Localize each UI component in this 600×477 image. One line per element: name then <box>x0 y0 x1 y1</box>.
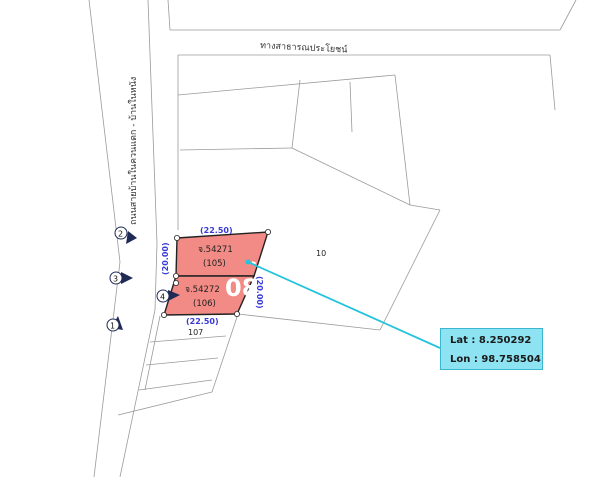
longitude-value: 98.758504 <box>481 354 541 365</box>
view-marker-1[interactable]: 1 <box>106 316 123 332</box>
parcel-deed-2: จ.54272 <box>185 285 220 295</box>
watermark-text: 08 <box>225 274 258 302</box>
parcel-deed-1: จ.54271 <box>198 245 233 255</box>
view-marker-2[interactable]: 2 <box>114 226 137 244</box>
subject-parcels[interactable] <box>160 228 271 318</box>
dimension-right: (20.00) <box>255 276 264 309</box>
dimension-top: (22.50) <box>200 226 233 235</box>
marker-label-1: 1 <box>110 322 115 331</box>
latitude-value: 8.250292 <box>478 335 532 346</box>
corner-marker <box>172 279 179 286</box>
marker-label-4: 4 <box>160 293 165 302</box>
coordinate-box: Lat : 8.250292 Lon : 98.758504 <box>440 328 543 370</box>
parcel-page-1: (105) <box>203 259 226 269</box>
longitude-row: Lon : 98.758504 <box>450 354 541 365</box>
pointer-dot <box>245 259 251 265</box>
corner-marker <box>173 234 180 241</box>
latitude-label: Lat : <box>450 335 476 346</box>
road-top-label: ทางสาธารณประโยชน์ <box>260 39 348 56</box>
dimension-left: (20.00) <box>161 242 170 275</box>
corner-marker <box>172 272 179 279</box>
parcel-number-107: 107 <box>188 328 203 337</box>
parcel-page-2: (106) <box>193 299 216 309</box>
dimension-bottom: (22.50) <box>186 317 219 326</box>
parcel-number-10: 10 <box>316 249 326 258</box>
road-main-label: ถนนสายบ้านในควนแดก - บ้านในหนัง <box>128 77 139 225</box>
longitude-label: Lon : <box>450 354 478 365</box>
pointer-line-dashed <box>251 261 331 297</box>
view-marker-3[interactable]: 3 <box>109 271 133 285</box>
marker-label-3: 3 <box>113 275 118 284</box>
corner-marker <box>160 311 167 318</box>
corner-marker <box>264 228 271 235</box>
view-marker-4[interactable]: 4 <box>156 289 180 303</box>
pointer-line <box>247 261 441 349</box>
marker-label-2: 2 <box>118 230 123 239</box>
parcel-boundaries <box>88 0 577 477</box>
latitude-row: Lat : 8.250292 <box>450 335 531 346</box>
corner-marker <box>233 310 240 317</box>
